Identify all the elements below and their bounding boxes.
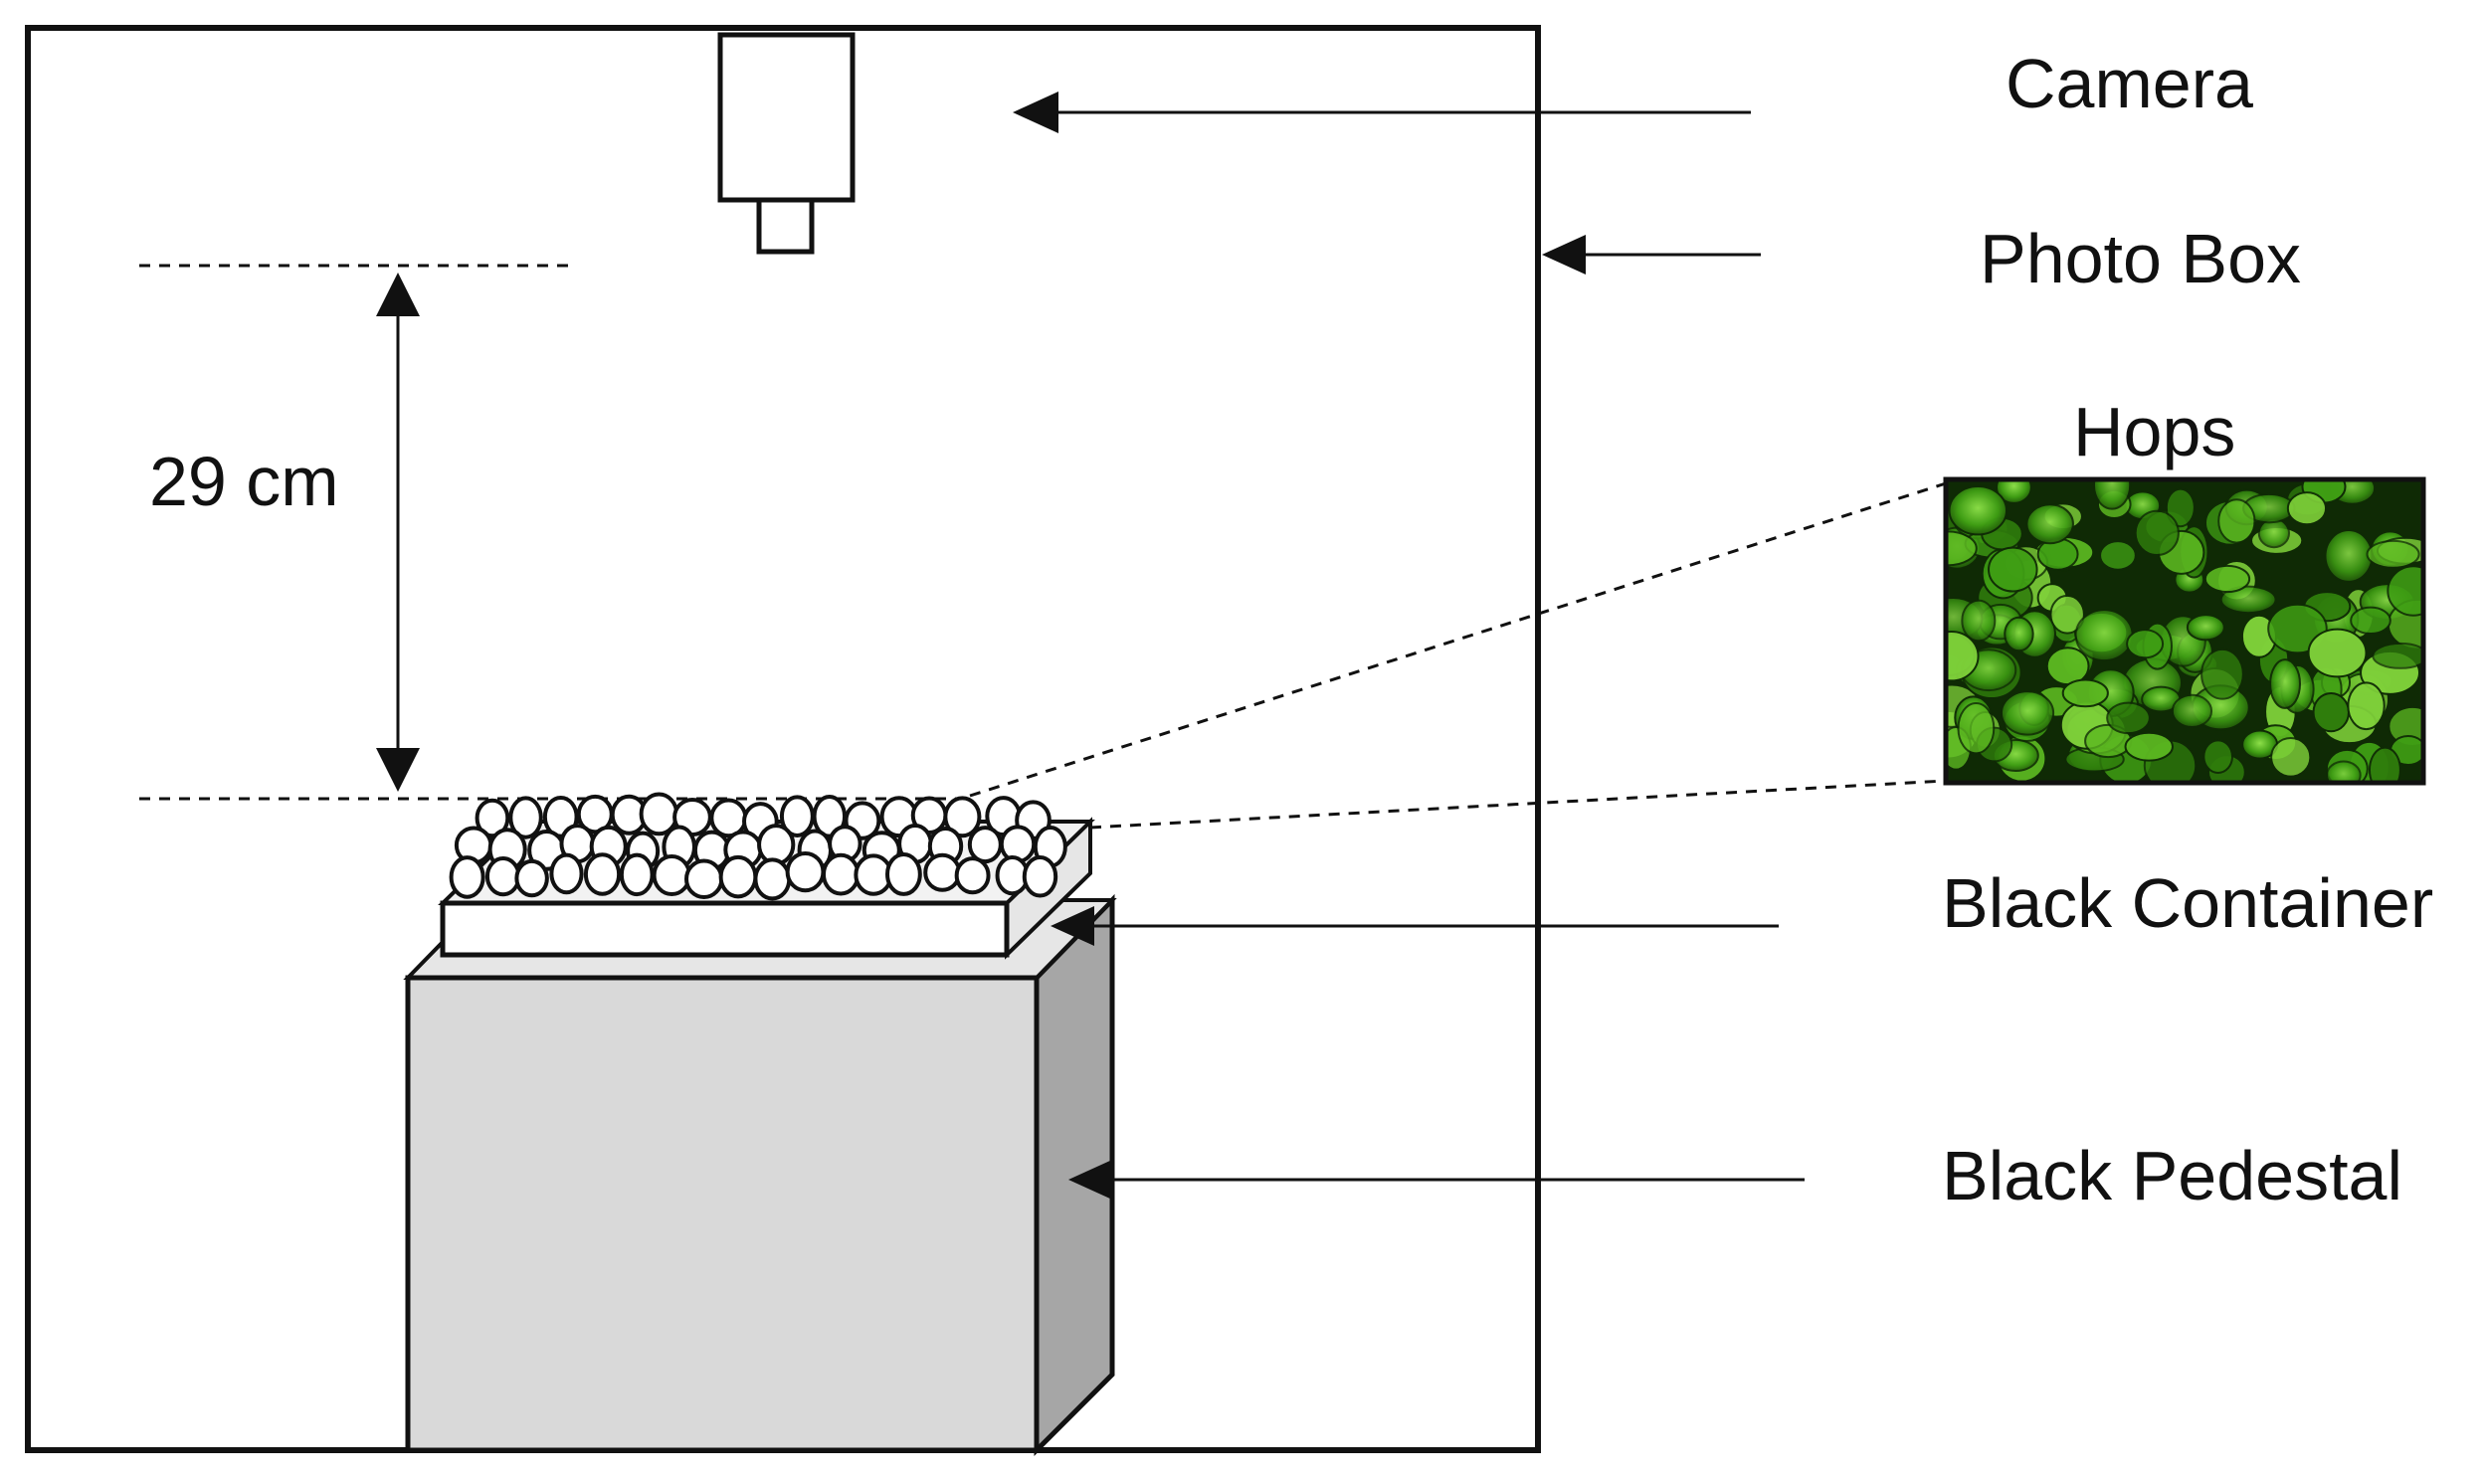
camera-arrow <box>1013 92 1751 133</box>
hop-cone-icon <box>954 856 991 895</box>
hop-cone-icon <box>2124 731 2174 762</box>
hop-cone-icon <box>1948 484 2008 536</box>
hop-cone-icon <box>2202 739 2233 774</box>
hop-cone-icon <box>2061 678 2109 708</box>
hop-cone-icon <box>1022 855 1058 898</box>
hop-cone-icon <box>1988 546 2038 593</box>
hop-cone-icon <box>549 852 584 895</box>
hop-cone-icon <box>2217 498 2256 544</box>
black-pedestal-shape <box>403 893 1117 1457</box>
distance-arrow <box>376 273 420 792</box>
hop-cone-icon <box>2045 647 2090 686</box>
hop-cone-icon <box>2326 760 2362 783</box>
hop-cone-icon <box>821 852 861 896</box>
zoom-line-bottom <box>1089 779 1947 830</box>
hop-cone-icon <box>943 796 982 838</box>
hop-cone-icon <box>2312 691 2350 733</box>
distance-label: 29 cm <box>149 443 339 520</box>
hop-cone-icon <box>2074 609 2134 662</box>
hop-cone-icon <box>583 852 622 896</box>
hop-cone-icon <box>2171 693 2213 728</box>
hop-cone-icon <box>2099 540 2137 571</box>
hop-cone-icon <box>475 798 510 838</box>
zoom-line-top <box>969 481 1947 798</box>
hop-cone-icon <box>652 853 692 897</box>
hop-cone-icon <box>967 826 1003 864</box>
hop-cone-icon <box>2049 594 2085 635</box>
hop-cone-icon <box>2186 614 2225 642</box>
hop-cone-icon <box>2307 628 2368 678</box>
hop-cone-icon <box>684 858 724 899</box>
hop-cone-icon <box>508 796 543 839</box>
hop-cone-icon <box>923 852 962 892</box>
hop-cone-icon <box>2368 746 2401 783</box>
hop-cone-icon <box>484 856 521 897</box>
hop-cone-icon <box>785 850 826 893</box>
camera-label: Camera <box>2006 45 2253 122</box>
hop-cone-icon <box>2165 487 2196 528</box>
hop-cone-icon <box>2324 529 2374 583</box>
hop-cone-icon <box>1996 479 2032 504</box>
hop-cone-icon <box>885 851 922 896</box>
hop-cone-icon <box>2126 629 2165 659</box>
hop-cone-icon <box>757 824 796 866</box>
hop-cone-icon <box>1946 631 1980 682</box>
hop-cone-icon <box>2366 539 2420 569</box>
hop-cone-icon <box>753 857 792 901</box>
hop-cone-icon <box>1957 701 1996 755</box>
hop-cone-icon <box>619 852 655 897</box>
hop-cone-icon <box>2286 491 2328 526</box>
hop-cone-icon <box>2106 701 2151 735</box>
hop-cone-icon <box>2387 565 2423 617</box>
hop-cone-icon <box>2092 479 2132 510</box>
hop-cone-icon <box>2134 509 2180 557</box>
hop-cone-icon <box>2347 681 2386 731</box>
hop-cone-icon <box>2025 503 2074 545</box>
hop-cone-icon <box>718 854 758 899</box>
hop-cone-icon <box>449 792 1067 901</box>
hop-cone-icon <box>514 858 549 898</box>
black-container-arrow <box>1051 906 1779 946</box>
hop-cone-icon <box>2372 642 2423 669</box>
hop-cone-icon <box>2350 606 2391 636</box>
hop-cone-icon <box>2000 690 2055 736</box>
hop-cone-icon <box>2270 737 2312 778</box>
hops-photo <box>1943 476 2426 786</box>
hops-label: Hops <box>2073 393 2235 470</box>
black-pedestal-label: Black Pedestal <box>1942 1137 2402 1214</box>
photo-box-arrow <box>1542 235 1761 275</box>
hop-cone-icon <box>2200 648 2244 700</box>
hop-cone-icon <box>1961 599 1997 643</box>
hop-cone-icon <box>2004 616 2034 652</box>
black-pedestal-arrow <box>1068 1160 1805 1200</box>
camera-icon <box>717 32 856 255</box>
hop-cone-icon <box>2203 564 2251 594</box>
black-container-label: Black Container <box>1942 864 2433 942</box>
hop-cone-icon <box>999 825 1037 864</box>
hop-cone-icon <box>2269 658 2302 709</box>
hop-cone-icon <box>2219 585 2277 615</box>
photo-box-label: Photo Box <box>1980 220 2301 297</box>
hop-cone-icon <box>449 855 485 899</box>
